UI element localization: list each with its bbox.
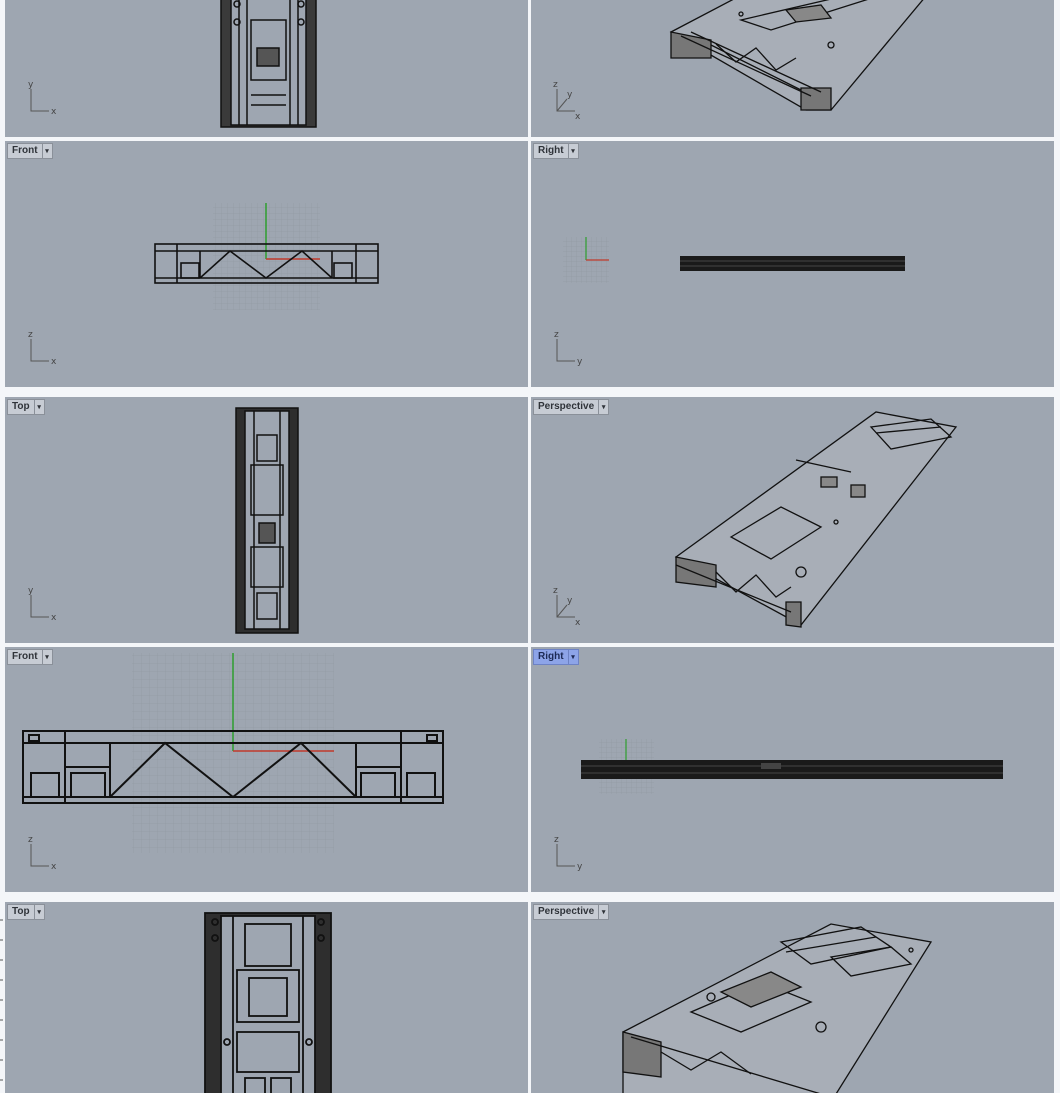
svg-text:z: z — [554, 835, 559, 845]
front-view-model — [154, 203, 379, 310]
viewport-tab-top-3[interactable]: Top ▾ — [7, 904, 45, 920]
svg-text:x: x — [51, 862, 57, 872]
chevron-down-icon[interactable]: ▾ — [33, 400, 44, 414]
perspective-view-model — [674, 411, 958, 628]
svg-text:z: z — [554, 330, 559, 340]
svg-text:x: x — [51, 107, 57, 117]
top-view-model — [220, 0, 317, 128]
viewport-label: Front — [12, 145, 38, 156]
right-view-model — [581, 739, 1003, 794]
viewport-tab-front-1[interactable]: Front ▾ — [7, 143, 53, 159]
viewport-label: Perspective — [538, 906, 595, 917]
chevron-down-icon[interactable]: ▾ — [41, 650, 52, 664]
svg-text:y: y — [577, 862, 583, 872]
viewport-label: Right — [538, 145, 564, 156]
top-view-model — [235, 407, 299, 634]
viewport-top-3[interactable]: Top ▾ — [5, 902, 528, 1093]
viewport-tab-perspective-3[interactable]: Perspective ▾ — [533, 904, 610, 920]
viewport-label: Top — [12, 906, 30, 917]
chevron-down-icon[interactable]: ▾ — [33, 905, 44, 919]
chevron-down-icon[interactable]: ▾ — [567, 650, 578, 664]
right-view-model — [563, 237, 905, 283]
viewport-tab-right-2[interactable]: Right ▾ — [533, 649, 579, 665]
viewport-tab-perspective-2[interactable]: Perspective ▾ — [533, 399, 610, 415]
viewport-tab-top-2[interactable]: Top ▾ — [7, 399, 45, 415]
edge-ruler — [0, 919, 3, 1081]
svg-text:y: y — [28, 586, 34, 596]
top-view-model — [204, 912, 332, 1093]
svg-text:z: z — [553, 586, 558, 596]
svg-text:y: y — [567, 90, 573, 100]
svg-text:x: x — [575, 618, 581, 628]
viewport-label: Top — [12, 401, 30, 412]
viewport-tab-right-1[interactable]: Right ▾ — [533, 143, 579, 159]
chevron-down-icon[interactable]: ▾ — [41, 144, 52, 158]
perspective-view-model — [669, 0, 924, 111]
svg-text:y: y — [28, 80, 34, 90]
chevron-down-icon[interactable]: ▾ — [598, 400, 608, 414]
viewport-tab-front-2[interactable]: Front ▾ — [7, 649, 53, 665]
viewport-perspective-3[interactable]: Perspective ▾ — [531, 902, 1054, 1093]
perspective-view-model — [622, 923, 933, 1093]
front-view-model — [22, 653, 444, 853]
svg-text:x: x — [575, 112, 581, 122]
viewport-label: Right — [538, 651, 564, 662]
svg-text:y: y — [567, 596, 573, 606]
viewport-label: Perspective — [538, 401, 595, 412]
viewport-label: Front — [12, 651, 38, 662]
svg-text:x: x — [51, 357, 57, 367]
chevron-down-icon[interactable]: ▾ — [567, 144, 578, 158]
svg-text:z: z — [28, 330, 33, 340]
svg-text:z: z — [28, 835, 33, 845]
svg-text:y: y — [577, 357, 583, 367]
svg-text:z: z — [553, 80, 558, 90]
svg-text:x: x — [51, 613, 57, 623]
chevron-down-icon[interactable]: ▾ — [598, 905, 608, 919]
